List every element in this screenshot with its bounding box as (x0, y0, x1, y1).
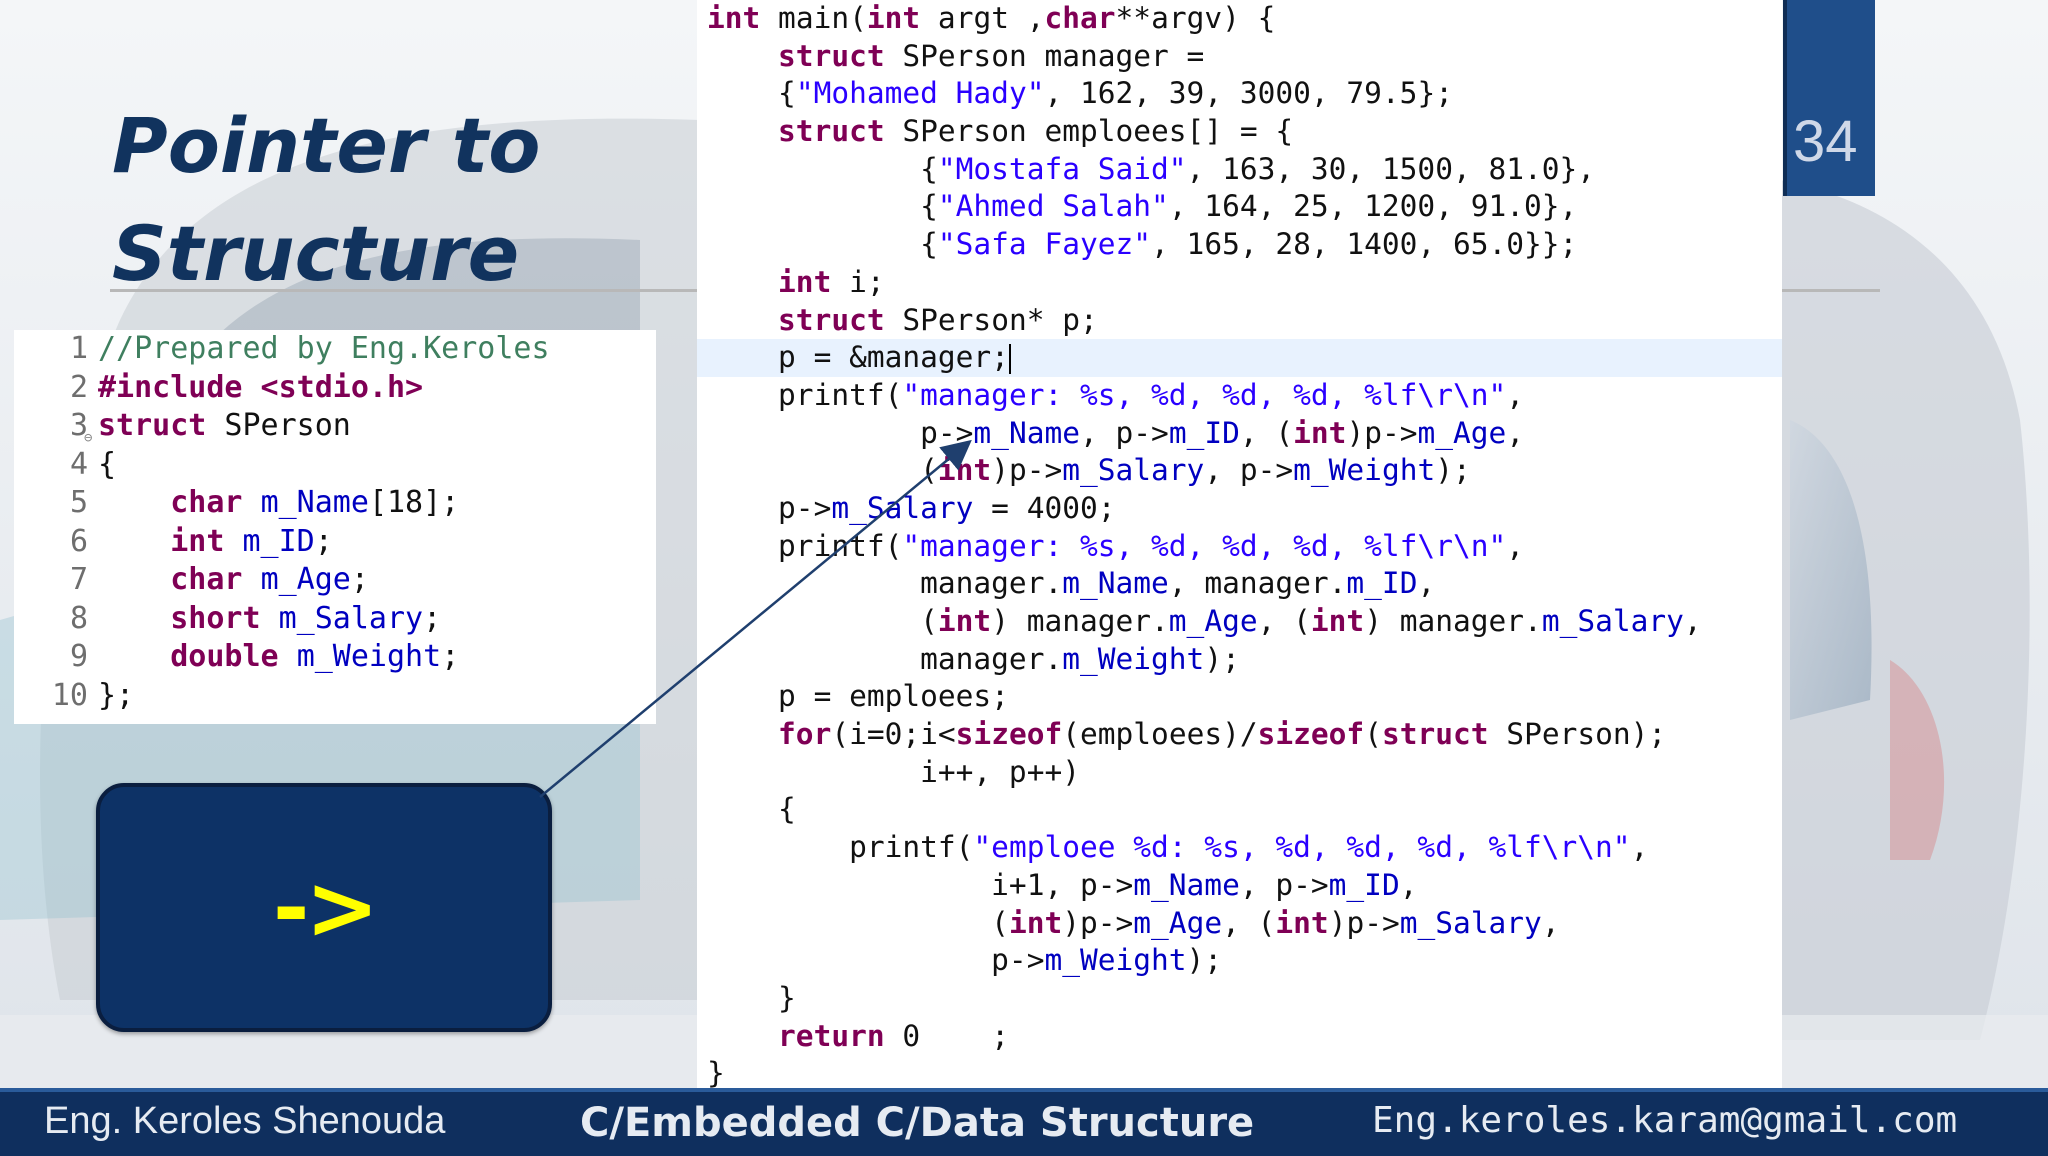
code-line: { (707, 792, 796, 827)
code-line: {"Mostafa Said", 163, 30, 1500, 81.0}, (707, 151, 1596, 186)
code-line: p->m_Salary = 4000; (707, 490, 1116, 525)
arrow-operator-symbol: -> (272, 856, 379, 959)
code-line: struct SPerson* p; (778, 302, 1098, 337)
code-line: for(i=0;i<sizeof(emploees)/sizeof(struct… (778, 717, 1667, 752)
struct-definition-code: 1//Prepared by Eng.Keroles 2#include <st… (14, 330, 656, 724)
slide-title-line-1: Pointer to (112, 101, 541, 190)
code-line: 7 char m_Age; (69, 562, 369, 597)
code-line: {"Safa Fayez", 165, 28, 1400, 65.0}}; (707, 227, 1578, 262)
code-line: 1//Prepared by Eng.Keroles (69, 331, 550, 366)
code-line: p->m_Weight); (707, 943, 1223, 978)
code-line: struct SPerson emploees[] = { (778, 114, 1294, 149)
code-line: i+1, p->m_Name, p->m_ID, (707, 867, 1418, 902)
code-line: 2#include <stdio.h> (69, 369, 424, 405)
footer-email: Eng.keroles.karam@gmail.com (1372, 1100, 1958, 1141)
arrow-operator-box: -> (96, 783, 552, 1032)
code-line: (int) manager.m_Age, (int) manager.m_Sal… (707, 604, 1702, 638)
code-line: struct SPerson manager = (778, 38, 1205, 73)
slide-title-line-2: Structure (112, 209, 520, 298)
main-function-code: int main(int argt ,char**argv) { struct … (697, 0, 1782, 1088)
text-cursor (1008, 343, 1011, 374)
code-line: manager.m_Name, manager.m_ID, (707, 566, 1436, 601)
footer-course: C/Embedded C/Data Structure (580, 1100, 1255, 1146)
page-number: 34 (1793, 109, 1858, 174)
code-line: int main(int argt ,char**argv) { (707, 1, 1276, 35)
code-line: i++, p++) (707, 754, 1080, 789)
code-line: p = emploees; (707, 679, 1009, 714)
fold-icon[interactable]: ⊖ (84, 430, 93, 446)
code-line: (int)p->m_Salary, p->m_Weight); (707, 453, 1471, 488)
code-line: } (707, 1056, 725, 1088)
code-line: 9 double m_Weight; (69, 639, 460, 674)
page-number-tab: 34 (1783, 0, 1875, 196)
code-line: 3⊖struct SPerson (14, 407, 656, 446)
code-line: 8 short m_Salary; (69, 600, 442, 636)
code-line: {"Ahmed Salah", 164, 25, 1200, 91.0}, (707, 189, 1578, 224)
code-line: {"Mohamed Hady", 162, 39, 3000, 79.5}; (707, 76, 1453, 111)
code-line: 10}; (51, 677, 135, 713)
code-line: (int)p->m_Age, (int)p->m_Salary, (707, 905, 1560, 940)
code-line: manager.m_Weight); (707, 641, 1240, 676)
code-line: printf("manager: %s, %d, %d, %d, %lf\r\n… (707, 528, 1524, 563)
code-line: printf("manager: %s, %d, %d, %d, %lf\r\n… (707, 377, 1524, 412)
code-line: 6 int m_ID; (69, 523, 333, 559)
code-line: return 0 ; (778, 1018, 1009, 1053)
code-line: int i; (778, 264, 885, 299)
footer-bar: Eng. Keroles Shenouda C/Embedded C/Data … (0, 1088, 2048, 1156)
code-line: 4{ (69, 446, 117, 482)
code-line-current: p = &manager; (697, 339, 1782, 377)
code-line: 5 char m_Name[18]; (69, 485, 460, 520)
code-line: printf("emploee %d: %s, %d, %d, %d, %lf\… (707, 830, 1649, 865)
footer-author: Eng. Keroles Shenouda (44, 1100, 446, 1142)
slide-title: Pointer to Structure (112, 92, 672, 308)
code-line: p->m_Name, p->m_ID, (int)p->m_Age, (707, 415, 1525, 450)
code-line: } (707, 980, 796, 1015)
